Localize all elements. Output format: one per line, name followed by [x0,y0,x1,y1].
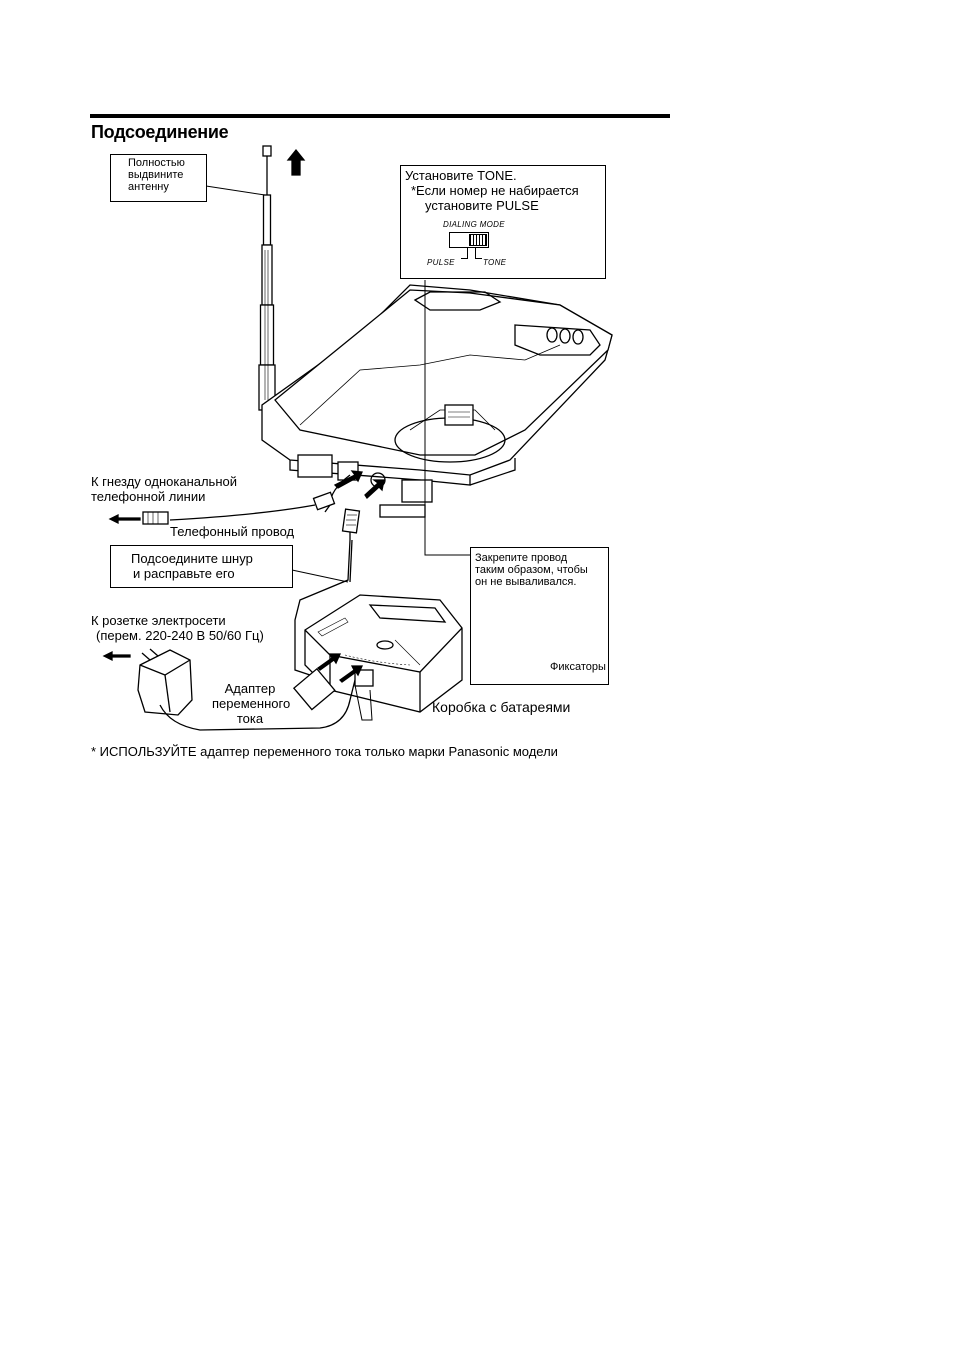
phone-cord-label: Телефонный провод [170,524,295,539]
phone-line-label: К гнезду одноканальной телефонной линии [91,474,237,504]
adapter-label-1: Адаптер [224,681,276,696]
tone-tick [475,248,482,259]
telephone-cord-drawing [108,470,385,525]
tone-label: TONE [483,258,507,267]
secure-line-1: Закрепите провод [475,552,568,564]
latches-label: Фиксаторы [550,661,606,673]
dialing-line-1: Установите TONE. [405,168,517,183]
secure-line-2: таким образом, чтобы [475,564,588,576]
detail-inset: Закрепите провод таким образом, чтобы он… [470,547,609,685]
adapter-label-3: тока [236,711,264,726]
dialing-line-2: *Если номер не набирается [411,183,579,198]
antenna-line-1: Полностью [128,157,185,169]
switch-label: DIALING MODE [443,220,505,229]
battery-box-label: Коробка с батареями [432,699,571,715]
footnote: * ИСПОЛЬЗУЙТЕ адаптер переменного тока т… [91,744,558,759]
adapter-label-2: переменного [212,696,291,711]
dialing-line-3: установите PULSE [425,198,539,213]
pulse-label: PULSE [427,258,455,267]
mains-label-2: (перем. 220-240 В 50/60 Гц) [96,628,264,643]
antenna-callout: Полностью выдвините антенну [110,154,207,202]
base-unit-drawing [261,284,613,518]
ac-adapter-drawing [102,648,374,731]
phone-line-label-2: телефонной линии [91,489,206,504]
switch-knob [469,234,487,246]
battery-box-drawing [304,594,463,713]
adapter-label: Адаптер переменного тока [212,681,291,726]
secure-text: Закрепите провод таким образом, чтобы он… [475,552,588,588]
pulse-tick [461,248,468,259]
dialing-mode-callout: Установите TONE. *Если номер не набирает… [400,165,606,279]
section-title: Подсоединение [91,122,229,142]
antenna-line-3: антенну [128,181,169,193]
mains-label: К розетке электросети (перем. 220-240 В … [91,613,264,643]
arrow-up-icon [286,148,306,176]
antenna-line-2: выдвините [128,169,184,181]
dialing-mode-switch [449,232,489,248]
cord-line-2: и расправьте его [133,566,235,581]
phone-line-label-1: К гнезду одноканальной [91,474,238,489]
cord-line-1: Подсоедините шнур [131,551,253,566]
antenna-drawing [258,145,276,411]
secure-line-3: он не вываливался. [475,576,577,588]
section-rule [90,114,670,118]
cord-callout: Подсоедините шнур и расправьте его [110,545,293,588]
power-cord-drawing [294,508,361,676]
mains-label-1: К розетке электросети [91,613,226,628]
